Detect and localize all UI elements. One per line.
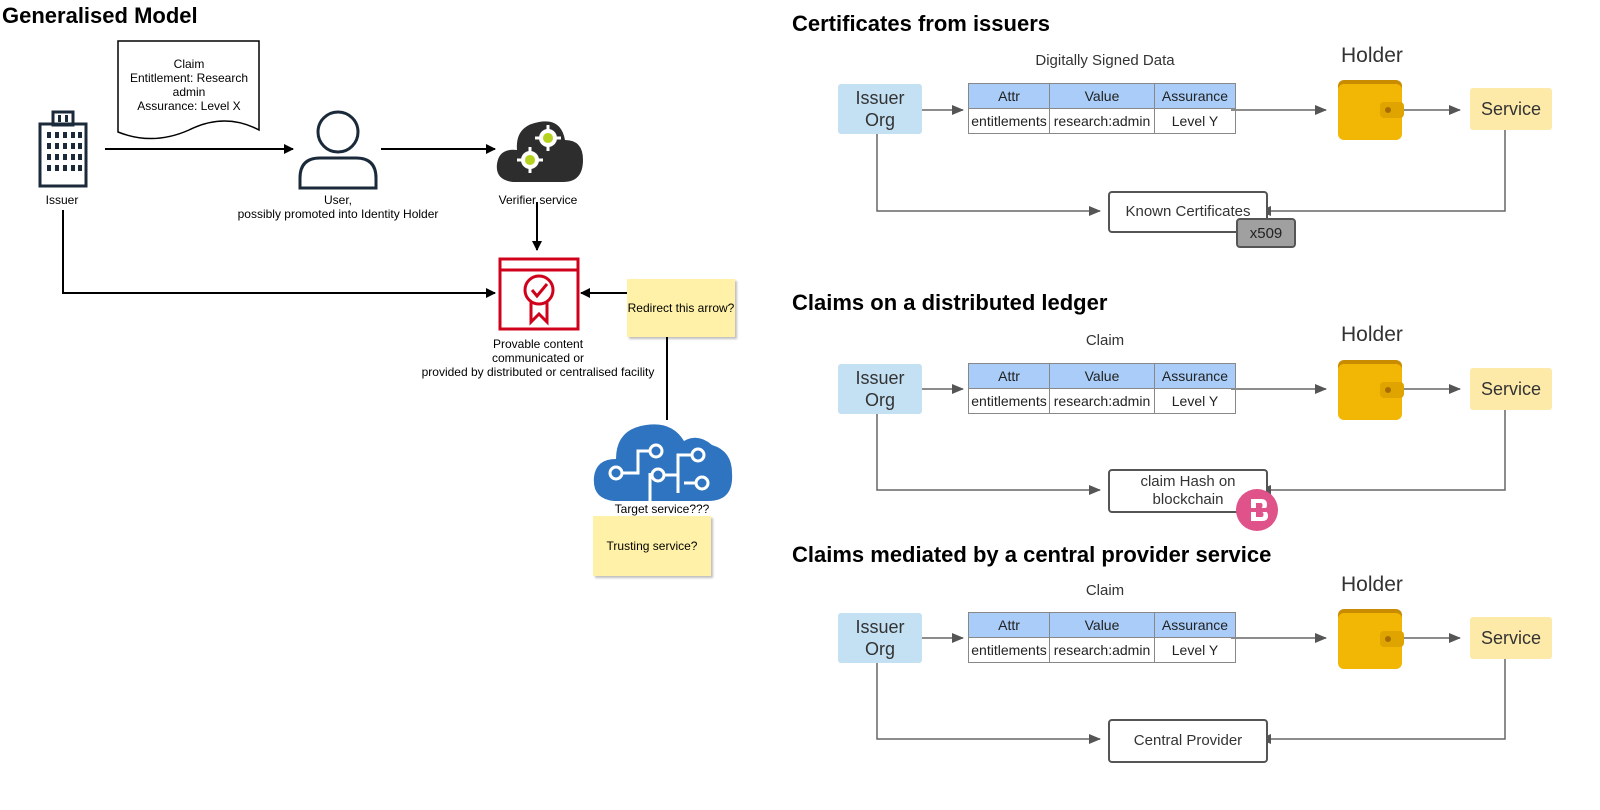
generalised-connectors bbox=[62, 144, 668, 420]
blockchain-b-icon bbox=[1236, 489, 1278, 531]
holder-label: Holder bbox=[1341, 44, 1403, 67]
issuer-to-content-arrow bbox=[62, 210, 496, 298]
table-cell-assurance: Level Y bbox=[1154, 108, 1236, 134]
verifier-label: Verifier service bbox=[498, 193, 578, 207]
sticky-note-trusting: Trusting service? bbox=[593, 516, 711, 576]
issuer-label: Issuer bbox=[45, 193, 79, 207]
verifier-cloud-gears-icon bbox=[496, 121, 583, 182]
sticky-note-redirect: Redirect this arrow? bbox=[627, 279, 735, 337]
holder-label: Holder bbox=[1341, 323, 1403, 346]
section-ledger-caption: Claim bbox=[1085, 332, 1125, 349]
table-header-value: Value bbox=[1049, 612, 1155, 638]
provable-content-label: Provable content communicated or provide… bbox=[421, 337, 655, 379]
table-header-value: Value bbox=[1049, 363, 1155, 389]
table-cell-value: research:admin bbox=[1049, 388, 1155, 414]
target-service-cloud-icon bbox=[593, 424, 733, 501]
claim-table: Attr Value Assurance entitlements resear… bbox=[968, 612, 1236, 663]
table-cell-attr: entitlements bbox=[968, 108, 1050, 134]
user-label: User, possibly promoted into Identity Ho… bbox=[237, 193, 439, 221]
claim-document-icon bbox=[117, 40, 260, 140]
table-header-value: Value bbox=[1049, 83, 1155, 109]
service-box: Service bbox=[1470, 617, 1552, 659]
section-ledger-title: Claims on a distributed ledger bbox=[792, 290, 1108, 315]
x509-badge: x509 bbox=[1236, 218, 1296, 248]
claim-note-text: Claim Entitlement: Research admin Assura… bbox=[129, 57, 249, 113]
wallet-icon bbox=[1338, 609, 1404, 669]
holder-label: Holder bbox=[1341, 573, 1403, 596]
claim-table: Attr Value Assurance entitlements resear… bbox=[968, 363, 1236, 414]
table-cell-assurance: Level Y bbox=[1154, 637, 1236, 663]
section-certificates-caption: Digitally Signed Data bbox=[1035, 52, 1175, 69]
service-box: Service bbox=[1470, 368, 1552, 410]
target-service-label: Target service??? bbox=[614, 502, 710, 516]
table-header-assurance: Assurance bbox=[1154, 612, 1236, 638]
wallet-icon bbox=[1338, 80, 1404, 140]
table-header-attr: Attr bbox=[968, 363, 1050, 389]
generalised-model-title: Generalised Model bbox=[2, 3, 198, 28]
certificate-icon bbox=[498, 257, 580, 331]
section-central-caption: Claim bbox=[1085, 582, 1125, 599]
table-cell-value: research:admin bbox=[1049, 637, 1155, 663]
table-cell-attr: entitlements bbox=[968, 637, 1050, 663]
service-box: Service bbox=[1470, 88, 1552, 130]
wallet-icon bbox=[1338, 360, 1404, 420]
table-header-assurance: Assurance bbox=[1154, 363, 1236, 389]
signed-data-table: Attr Value Assurance entitlements resear… bbox=[968, 83, 1236, 134]
table-cell-value: research:admin bbox=[1049, 108, 1155, 134]
table-header-assurance: Assurance bbox=[1154, 83, 1236, 109]
central-provider-box: Central Provider bbox=[1108, 719, 1268, 763]
section-central-title: Claims mediated by a central provider se… bbox=[792, 542, 1272, 567]
table-header-attr: Attr bbox=[968, 612, 1050, 638]
table-cell-assurance: Level Y bbox=[1154, 388, 1236, 414]
building-icon bbox=[38, 110, 88, 188]
user-icon bbox=[298, 110, 378, 190]
sections-connectors bbox=[876, 105, 1506, 744]
section-certificates-title: Certificates from issuers bbox=[792, 11, 1050, 36]
table-cell-attr: entitlements bbox=[968, 388, 1050, 414]
table-header-attr: Attr bbox=[968, 83, 1050, 109]
